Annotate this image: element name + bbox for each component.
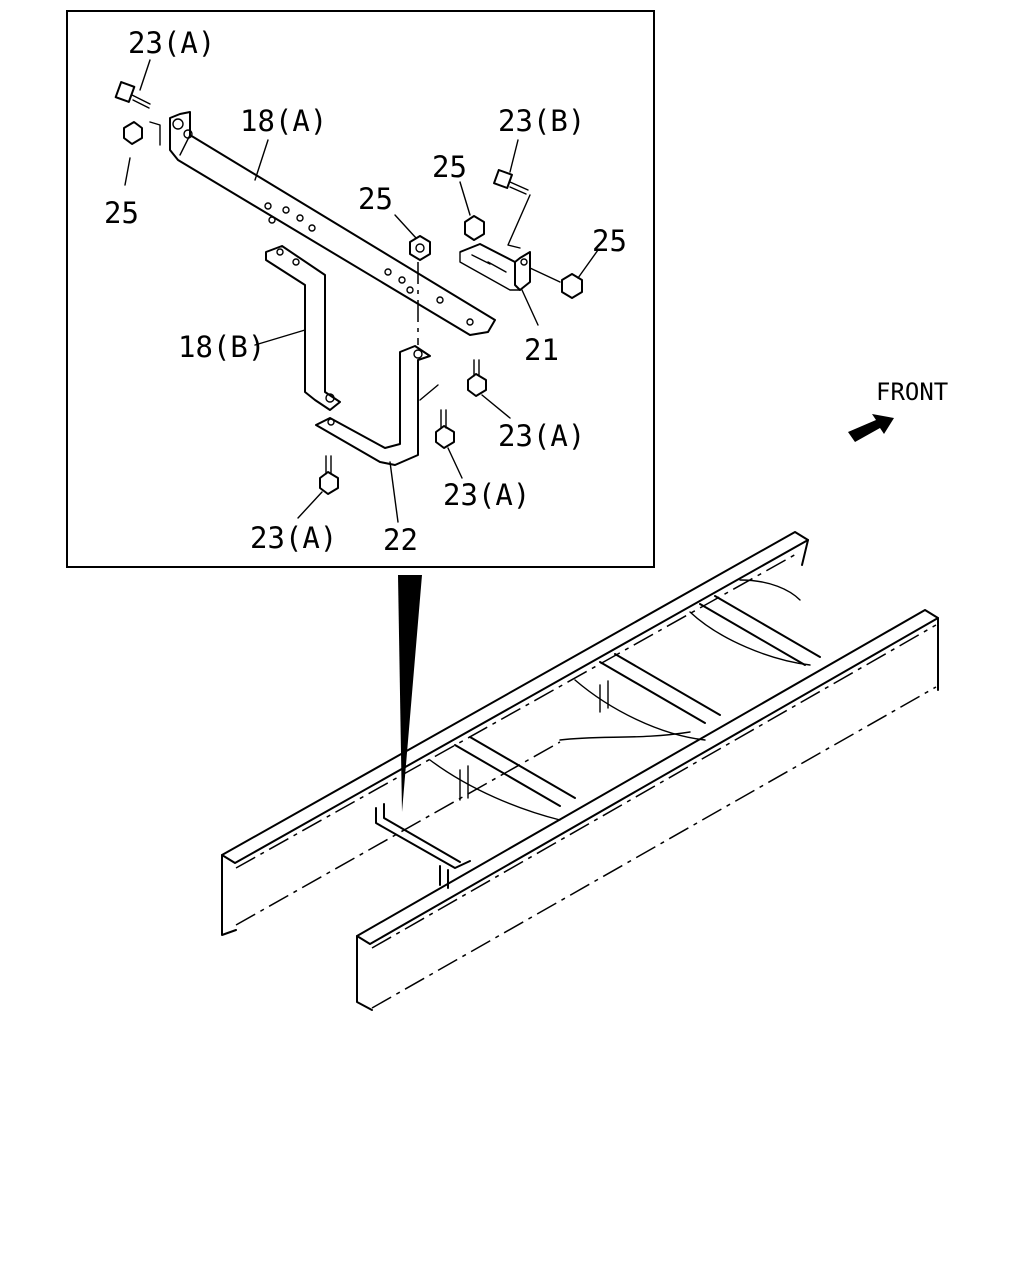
label-23a-right: 23(A) bbox=[498, 419, 585, 453]
label-18a: 18(A) bbox=[240, 104, 327, 138]
detail-inset-frame bbox=[66, 10, 655, 568]
label-25-upper: 25 bbox=[432, 150, 467, 184]
label-25-left: 25 bbox=[104, 196, 139, 230]
label-23a-top: 23(A) bbox=[128, 26, 215, 60]
label-22: 22 bbox=[383, 523, 418, 557]
label-25-mid: 25 bbox=[358, 182, 393, 216]
label-23b: 23(B) bbox=[498, 104, 585, 138]
label-18b: 18(B) bbox=[178, 330, 265, 364]
label-25-right: 25 bbox=[592, 224, 627, 258]
front-label: FRONT bbox=[876, 378, 948, 406]
bracket-21 bbox=[459, 243, 531, 291]
hardware bbox=[114, 81, 583, 495]
front-indicator: FRONT bbox=[848, 378, 948, 442]
inset-leader-wedge bbox=[398, 575, 422, 812]
label-23a-bottom: 23(A) bbox=[250, 521, 337, 555]
bracket-18b bbox=[265, 245, 341, 411]
part-labels: 23(A) 18(A) 25 25 25 23(B) 25 21 18(B) 2… bbox=[104, 26, 627, 557]
label-23a-lower-right: 23(A) bbox=[443, 478, 530, 512]
label-21: 21 bbox=[524, 333, 559, 367]
bracket-22 bbox=[315, 345, 439, 466]
bracket-18a bbox=[169, 111, 496, 336]
chassis-frame bbox=[221, 531, 939, 1011]
arrow-icon bbox=[848, 414, 894, 442]
leader-lines bbox=[124, 59, 599, 523]
